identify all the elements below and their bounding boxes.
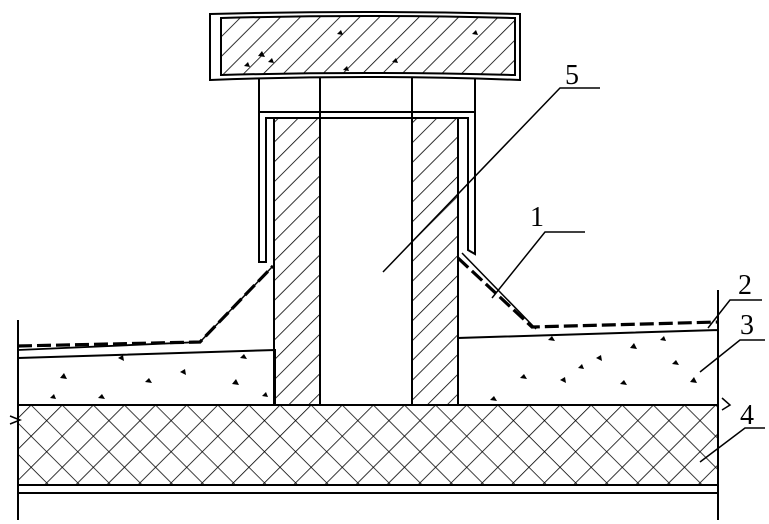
label-5: 5 xyxy=(565,60,579,91)
insulation-layer xyxy=(9,397,732,520)
label-2: 2 xyxy=(738,270,752,301)
vent-cap xyxy=(209,11,521,82)
waterproof-membrane xyxy=(17,252,719,348)
hatched-wall-right xyxy=(411,117,459,406)
screed-layer-right xyxy=(457,290,719,406)
leader-lines xyxy=(382,87,765,463)
aggregate-marks xyxy=(50,336,697,401)
label-1: 1 xyxy=(530,202,544,233)
vent-pipe xyxy=(319,75,413,405)
screed-layer-left xyxy=(17,320,276,406)
label-4: 4 xyxy=(740,400,754,431)
label-3: 3 xyxy=(740,310,754,341)
hatched-wall-left xyxy=(273,117,321,406)
